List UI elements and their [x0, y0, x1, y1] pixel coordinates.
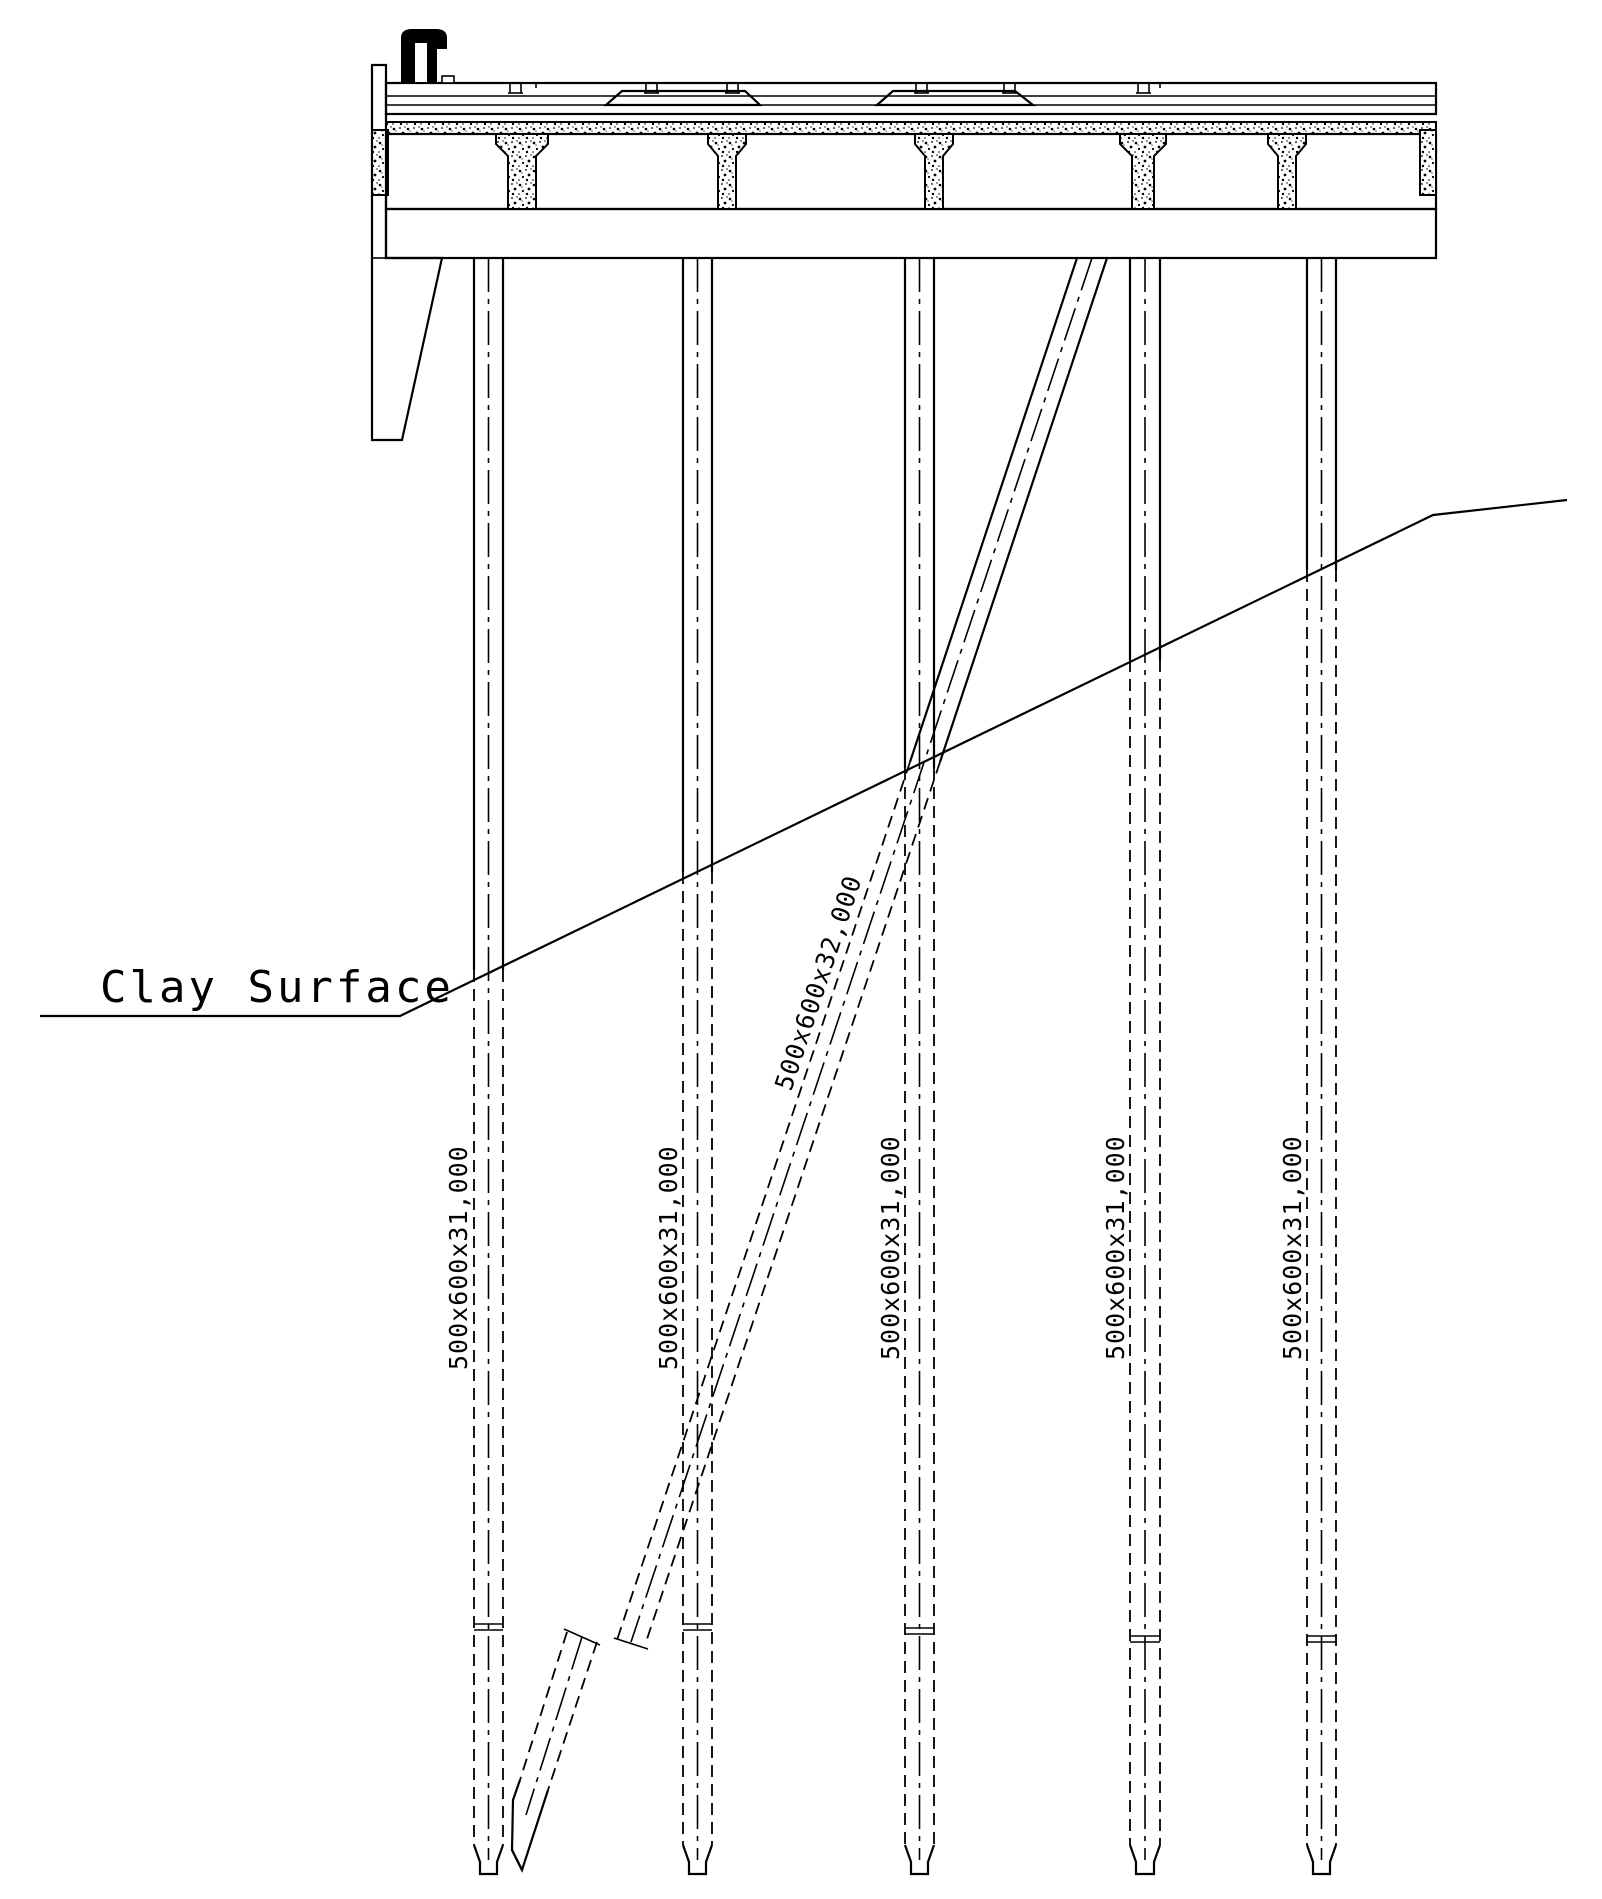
- vertical-pile: [903, 258, 936, 1876]
- raked-pile: [510, 257, 1109, 1873]
- pile-3-label: 500x600x31,000: [876, 1135, 905, 1360]
- pile-2-label: 500x600x31,000: [654, 1145, 683, 1370]
- pile-4-label: 500x600x31,000: [1101, 1135, 1130, 1360]
- vertical-pile-group: [472, 258, 1338, 1876]
- vertical-pile: [1305, 258, 1338, 1876]
- pile-1-label: 500x600x31,000: [444, 1145, 473, 1370]
- precast-beam: [914, 133, 954, 210]
- precast-beam: [1119, 133, 1167, 210]
- deck-edge-right: [1419, 129, 1437, 196]
- deck-top-slab: [384, 81, 1438, 116]
- rail-plinth-left: [603, 89, 763, 107]
- bollard-icon: [401, 29, 455, 84]
- vertical-pile: [472, 258, 505, 1876]
- precast-beam: [495, 133, 549, 210]
- precast-beam: [707, 133, 747, 210]
- raked-pile-label: 500x600x32,000: [769, 872, 867, 1094]
- deck-fittings: [508, 83, 1161, 94]
- clay-surface-label: Clay Surface: [100, 962, 454, 1013]
- precast-beam: [1267, 133, 1307, 210]
- vertical-pile: [681, 258, 714, 1876]
- vertical-pile: [1128, 258, 1162, 1876]
- pile-cap: [384, 207, 1438, 260]
- pile-5-label: 500x600x31,000: [1278, 1135, 1307, 1360]
- clay-surface-line: [40, 498, 1568, 1018]
- deck-concrete-band: [385, 121, 1437, 135]
- deck-structure: [370, 29, 1438, 442]
- front-fender-panel: [370, 63, 444, 442]
